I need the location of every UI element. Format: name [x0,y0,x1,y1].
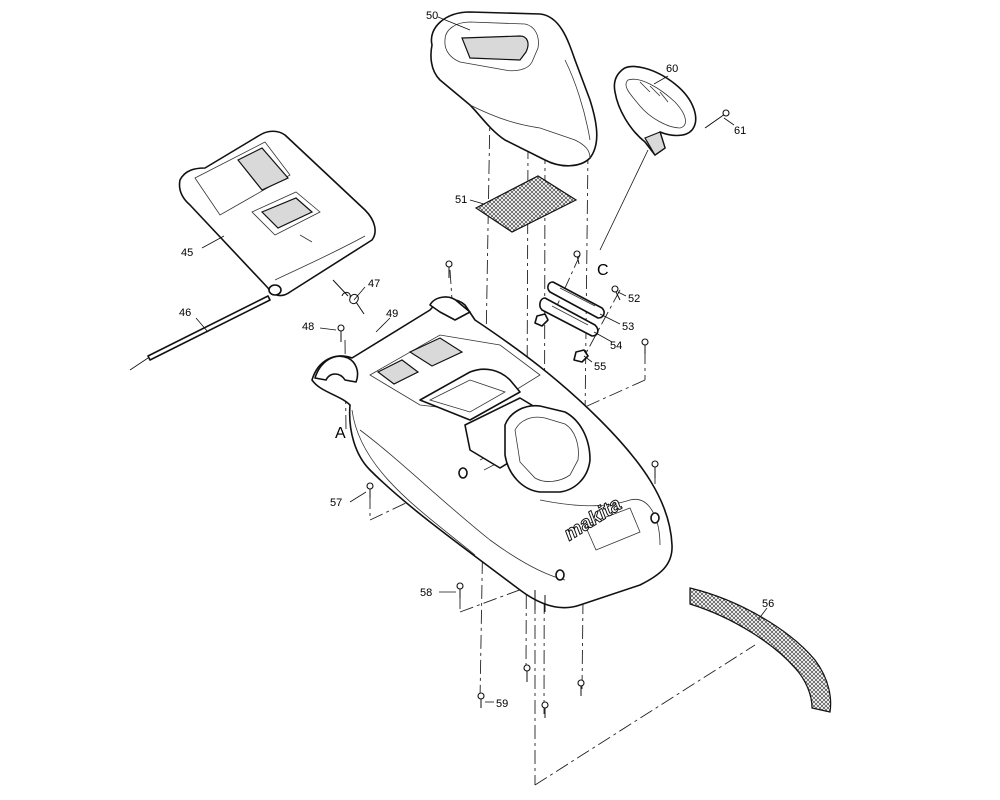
screw-part-52 [611,285,621,301]
callout-47: 47 [368,278,380,290]
handle-grip-part-60 [613,65,697,156]
rod-part-46 [129,295,271,371]
screw-part-61 [704,109,730,129]
screw-bottom-3 [541,701,549,718]
screw-top-housing [445,260,453,278]
callout-48: 48 [302,321,314,333]
flap-part-45 [178,130,376,297]
callout-labels: 50 51 45 46 47 48 49 60 61 52 53 54 55 5… [179,10,774,710]
callout-49: 49 [386,308,398,320]
main-housing-part-49: makita [311,296,673,612]
screw-part-58 [456,582,464,598]
leader-lines [195,16,768,703]
top-cover-part-50 [430,11,598,167]
callout-52: 52 [628,293,640,305]
callout-51: 51 [455,194,467,206]
screw-right-housing [641,338,649,354]
screw-right-lower [651,460,659,478]
mesh-strip-part-56 [689,587,832,713]
latch-plate-part-54 [539,297,599,337]
screw-top-latch [573,250,581,265]
screw-bottom-4 [577,679,585,696]
filter-pad-part-51 [474,175,578,233]
screw-part-57 [366,482,374,498]
screw-part-48 [337,324,345,342]
callout-50: 50 [426,10,438,22]
callout-53: 53 [622,321,634,333]
callout-58: 58 [420,587,432,599]
reference-a: A [335,425,346,442]
callout-61: 61 [734,125,746,137]
callout-56: 56 [762,598,774,610]
screw-bottom-2 [523,664,531,682]
nut-left [534,313,549,327]
callout-54: 54 [610,340,622,352]
reference-c: C [597,262,609,279]
latch-plate-part-53 [547,281,605,319]
leader-c-to-grip [599,149,649,251]
callout-59: 59 [496,698,508,710]
spring-part-47 [332,279,365,315]
callout-57: 57 [330,497,342,509]
nut-part-55 [573,349,589,363]
callout-60: 60 [666,63,678,75]
callout-45: 45 [181,247,193,259]
screw-part-59 [477,692,485,708]
callout-55: 55 [594,361,606,373]
callout-46: 46 [179,307,191,319]
